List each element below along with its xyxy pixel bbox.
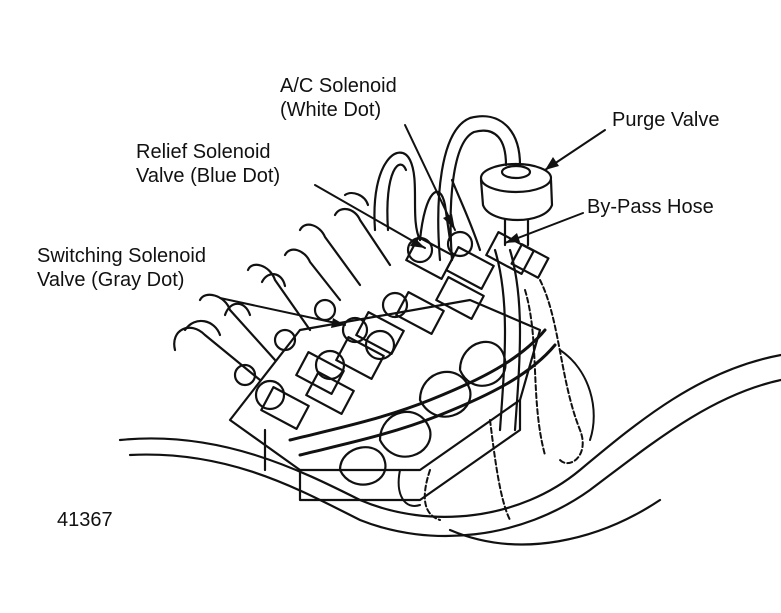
arrow-heads	[331, 157, 559, 328]
connector	[273, 328, 297, 352]
hose-arch	[386, 163, 408, 232]
drum	[338, 446, 387, 486]
wiring-harness	[559, 349, 595, 441]
connector	[446, 230, 474, 258]
connector	[381, 291, 409, 319]
wiring-harness	[524, 289, 546, 456]
connector	[233, 363, 257, 387]
fin	[343, 191, 370, 207]
purge-valve-cap	[500, 164, 532, 180]
bypass-hose	[508, 248, 522, 432]
ac-solenoid-label-line1: A/C Solenoid	[280, 75, 397, 97]
purge-valve-body	[479, 178, 554, 222]
relief-solenoid-label-line1: Relief Solenoid	[136, 141, 271, 163]
relief-solenoid-label-line2: Valve (Blue Dot)	[136, 165, 281, 187]
drum	[378, 410, 432, 458]
fin	[283, 248, 342, 302]
fin	[260, 273, 287, 288]
connector	[313, 298, 337, 322]
manifold-base	[228, 298, 542, 472]
manifold-base-edge	[298, 398, 522, 502]
fender-outline-inner	[128, 378, 781, 538]
hose-arch	[418, 190, 452, 242]
hose-arch	[373, 151, 422, 242]
fender-outline	[118, 353, 781, 518]
purge-valve-label: Purge Valve	[612, 109, 720, 131]
connector	[364, 329, 396, 361]
fin	[223, 302, 252, 317]
wiring-harness	[288, 328, 547, 442]
drum	[458, 340, 507, 387]
fin	[298, 223, 362, 287]
figure-number: 41367	[57, 509, 113, 531]
connector	[406, 236, 434, 264]
ac-solenoid-label: A/C Solenoid (White Dot)	[280, 74, 397, 122]
wiring-harness	[539, 279, 584, 465]
lower-body-line	[448, 498, 662, 546]
fin	[173, 326, 262, 382]
wiring-harness	[298, 343, 557, 457]
bypass-hose-label: By-Pass Hose	[587, 196, 714, 218]
fin	[198, 293, 277, 362]
purge-valve-top	[479, 162, 553, 194]
fin	[183, 319, 222, 337]
fin	[333, 207, 392, 267]
switching-solenoid-label-line1: Switching Solenoid	[37, 245, 206, 267]
wiring-harness	[397, 469, 421, 507]
purge-hose	[437, 115, 522, 262]
switching-solenoid-label: Switching Solenoid Valve (Gray Dot)	[37, 244, 206, 292]
ac-solenoid-label-line2: (White Dot)	[280, 99, 382, 121]
wiring-harness	[423, 469, 441, 521]
connector	[314, 349, 346, 381]
bypass-hose	[493, 248, 507, 432]
hose	[450, 178, 482, 252]
connector	[254, 379, 286, 411]
relief-solenoid-label: Relief Solenoid Valve (Blue Dot)	[136, 140, 280, 188]
purge-valve-stem	[503, 218, 530, 247]
wiring-harness	[489, 419, 511, 521]
fin	[246, 263, 312, 332]
switching-solenoid-label-line2: Valve (Gray Dot)	[37, 269, 185, 291]
connector	[341, 316, 369, 344]
